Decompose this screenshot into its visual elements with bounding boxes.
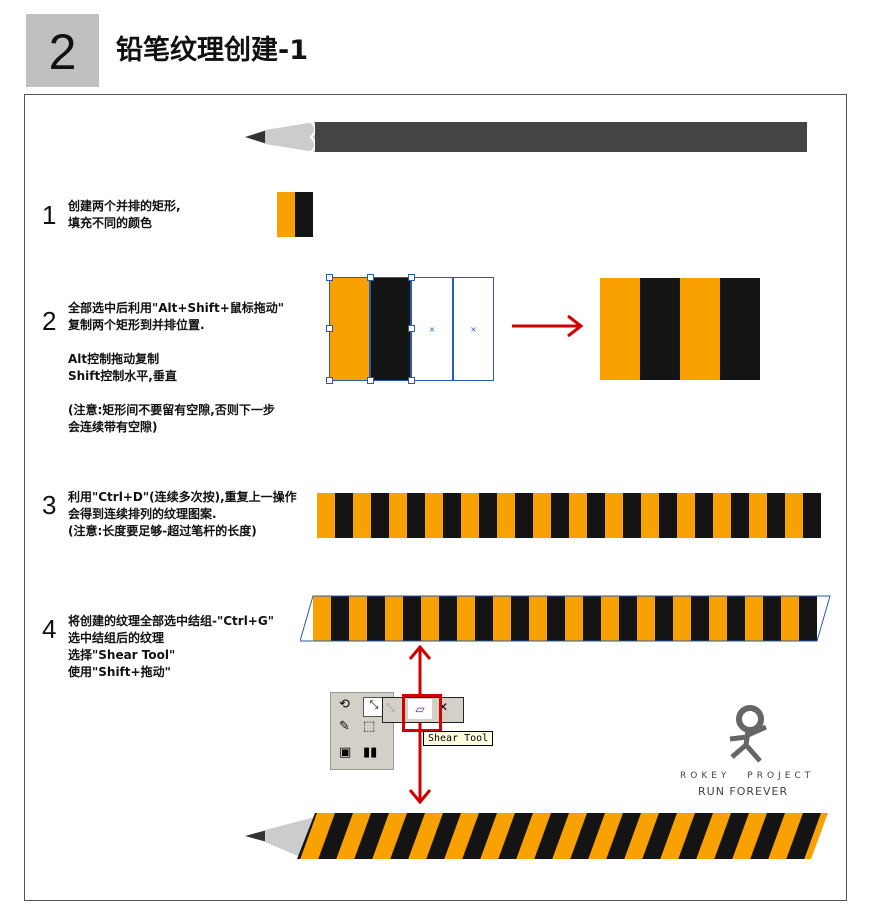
scale-tool-icon[interactable]: ⤡ <box>363 697 385 717</box>
vertical-double-arrow-icon <box>408 645 432 805</box>
transform-flyout: ⤡ ▱ ✕ <box>382 697 464 723</box>
pencil-illustration <box>245 121 807 153</box>
step-1-text: 创建两个并排的矩形, 填充不同的颜色 <box>68 199 181 230</box>
striped-pencil-result <box>245 813 828 859</box>
tool-palette: ⟲ ⤡ ✎ ⬚ ▣ ▮▮ <box>330 692 394 770</box>
graph-tool-icon[interactable]: ▮▮ <box>363 745 378 760</box>
rotate-tool-icon[interactable]: ⟲ <box>339 697 350 712</box>
free-transform-tool-icon[interactable]: ⬚ <box>363 719 376 734</box>
shear-tool-highlight <box>402 694 442 732</box>
scale-tool-flyout-icon[interactable]: ⤡ <box>386 701 395 714</box>
shear-tool-icon[interactable]: ▱ <box>408 699 432 719</box>
running-figure-logo <box>729 705 768 763</box>
selected-rects: × × <box>326 274 494 384</box>
step-2-text: 全部选中后利用"Alt+Shift+鼠标拖动" 复制两个矩形到并排位置. Alt… <box>68 301 285 434</box>
content-frame <box>24 94 847 901</box>
stripe-pattern <box>317 493 821 538</box>
orange-rect <box>277 192 295 237</box>
logo-line-2: RUN FOREVER <box>698 785 789 798</box>
step-1-number: 1 <box>42 200 57 230</box>
black-rect <box>295 192 313 237</box>
step-4-number: 4 <box>42 614 57 644</box>
shear-selection-outline <box>300 595 831 642</box>
warp-tool-icon[interactable]: ✎ <box>339 719 350 734</box>
shear-tool-tooltip: Shear Tool <box>423 731 494 746</box>
page-title: 铅笔纹理创建-1 <box>116 35 308 66</box>
step-4-text: 将创建的纹理全部选中结组-"Ctrl+G" 选中结组后的纹理 选择"Shear … <box>68 614 274 679</box>
reshape-tool-icon[interactable]: ✕ <box>438 700 449 714</box>
logo-line-1: ROKEY PROJECT <box>680 771 815 781</box>
step-2-number: 2 <box>42 306 57 336</box>
section-number: 2 <box>26 14 99 87</box>
step-3-text: 利用"Ctrl+D"(连续多次按),重复上一操作 会得到连续排列的纹理图案. (… <box>68 490 297 538</box>
duplicated-pattern <box>600 278 760 380</box>
symbol-sprayer-icon[interactable]: ▣ <box>339 745 352 760</box>
step-3-number: 3 <box>42 490 57 520</box>
right-arrow-icon <box>512 314 584 338</box>
grouped-stripe-pattern <box>313 596 817 641</box>
